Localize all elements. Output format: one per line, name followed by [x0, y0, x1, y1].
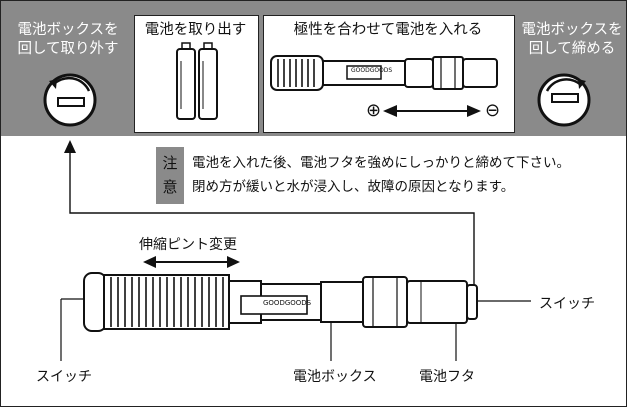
notice-text: 電池を入れた後、電池フタを強めにしっかりと締めて下さい。 閉め方が緩いと水が浸入… [192, 151, 570, 199]
rotate-counterclockwise-icon [43, 73, 97, 127]
battery-box-callout: 電池ボックス [293, 369, 377, 385]
step-insert-label: 極性を合わせて電池を入れる [293, 22, 483, 38]
step-tighten-box-label: 電池ボックスを 回して締める [521, 22, 623, 57]
notice-tag: 注 意 [156, 147, 184, 204]
battery-cap-callout: 電池フタ [419, 369, 475, 385]
connector-arrow [64, 140, 475, 289]
flashlight-main-icon [60, 256, 531, 361]
switch-left-callout: スイッチ [36, 369, 92, 385]
focus-callout: 伸縮ピント変更 [139, 237, 237, 253]
rotate-clockwise-icon [537, 73, 591, 127]
notice-tag-bottom: 意 [162, 178, 178, 196]
switch-right-callout: スイッチ [539, 296, 595, 312]
battery-icon [176, 42, 218, 120]
step-remove-box-label: 電池ボックスを 回して取り外す [17, 22, 119, 57]
notice-box: 注 意 電池を入れた後、電池フタを強めにしっかりと締めて下さい。 閉め方が緩いと… [156, 147, 594, 204]
step-take-out-label: 電池を取り出す [144, 22, 247, 38]
notice-line-1: 電池を入れた後、電池フタを強めにしっかりと締めて下さい。 [192, 155, 570, 171]
minus-terminal-icon: ⊖ [485, 100, 501, 121]
logo-text-small: GOODGOODS [351, 67, 393, 74]
notice-tag-top: 注 [162, 154, 178, 172]
plus-terminal-icon: ⊕ [366, 100, 382, 121]
logo-text-main: GOODGOODS [263, 299, 312, 307]
notice-line-2: 閉め方が緩いと水が浸入し、故障の原因となります。 [192, 179, 515, 195]
flashlight-small-icon [270, 55, 498, 91]
step-take-out-panel [134, 15, 259, 133]
polarity-double-arrow-icon [383, 105, 481, 117]
